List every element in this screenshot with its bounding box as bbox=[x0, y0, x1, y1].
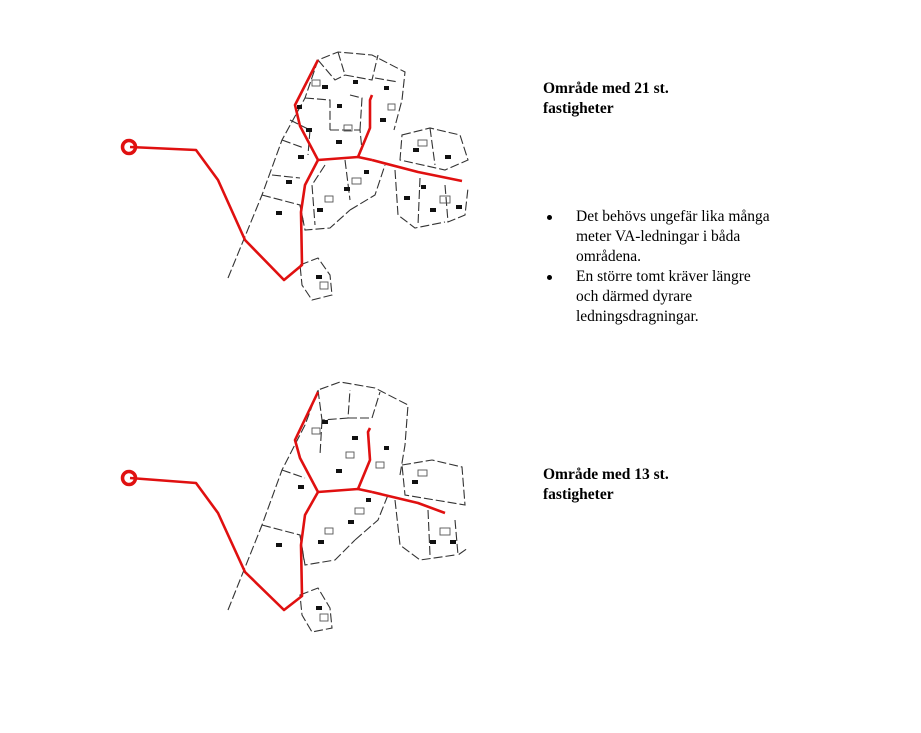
property-boundaries-top bbox=[227, 51, 469, 301]
water-pipe-top bbox=[129, 59, 463, 282]
caption-bottom-line1: Område med 13 st. bbox=[543, 466, 669, 483]
outbuildings-bottom bbox=[311, 427, 451, 622]
caption-top-area: Område med 21 st. fastigheter bbox=[543, 79, 669, 119]
bullet-item: Det behövs ungefär lika många meter VA-l… bbox=[544, 207, 814, 267]
outbuildings-top bbox=[311, 79, 451, 290]
connection-point-icon bbox=[120, 469, 138, 487]
bullet-text: områdena. bbox=[576, 248, 641, 265]
bullet-text: En större tomt kräver längre bbox=[576, 268, 751, 285]
bullet-list: Det behövs ungefär lika många meter VA-l… bbox=[544, 207, 814, 327]
caption-top-line2: fastigheter bbox=[543, 100, 614, 117]
buildings-top bbox=[276, 80, 462, 279]
property-boundaries-bottom bbox=[227, 381, 469, 633]
caption-top-line1: Område med 21 st. bbox=[543, 80, 669, 97]
bullet-text: meter VA-ledningar i båda bbox=[576, 228, 741, 245]
buildings-bottom bbox=[276, 420, 456, 610]
bullet-text: ledningsdragningar. bbox=[576, 308, 699, 325]
bullet-item: En större tomt kräver längre och därmed … bbox=[544, 267, 814, 327]
bullet-text: Det behövs ungefär lika många bbox=[576, 208, 770, 225]
bullet-text: och därmed dyrare bbox=[576, 288, 693, 305]
connection-point-icon bbox=[120, 138, 138, 156]
bullet-dot-icon bbox=[547, 275, 552, 280]
bullet-dot-icon bbox=[547, 215, 552, 220]
water-pipe-bottom bbox=[129, 391, 446, 612]
caption-bottom-line2: fastigheter bbox=[543, 486, 614, 503]
caption-bottom-area: Område med 13 st. fastigheter bbox=[543, 465, 669, 505]
